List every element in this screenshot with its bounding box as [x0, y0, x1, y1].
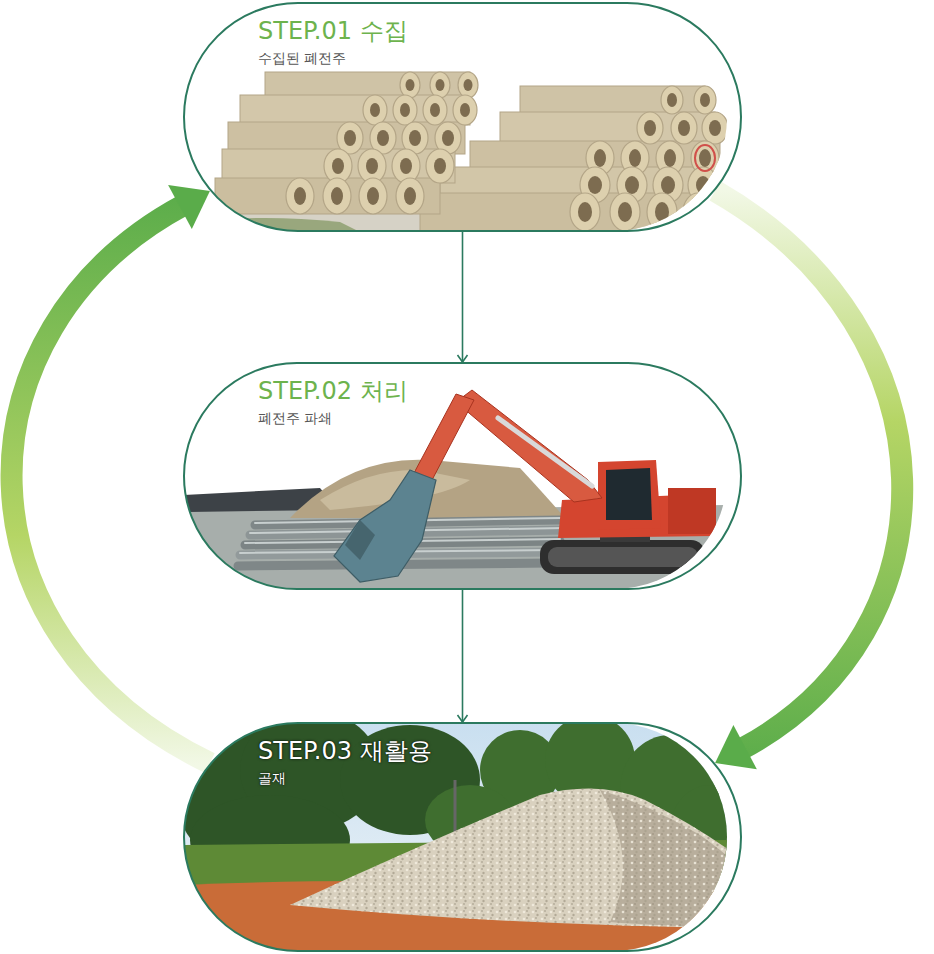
arrow-head	[168, 185, 210, 229]
arrow-head	[715, 725, 757, 769]
arrow-head	[458, 355, 468, 362]
flow-line	[462, 232, 464, 362]
cycle-arrow-body	[715, 191, 902, 749]
flow-arrow	[458, 232, 468, 362]
step-title: STEP.03 재활용	[258, 736, 716, 766]
step-title: STEP.01 수집	[258, 16, 716, 46]
flow-arrow	[715, 191, 902, 769]
step-subtitle: 수집된 폐전주	[258, 49, 716, 67]
step-pill: STEP.02 처리폐전주 파쇄	[183, 362, 742, 590]
crushing-photo	[184, 363, 727, 589]
step-subtitle: 골재	[258, 769, 716, 787]
aggregate-photo	[184, 723, 727, 951]
step-pill: STEP.03 재활용골재	[183, 722, 742, 952]
pole-stack-photo	[184, 3, 727, 231]
step-pill: STEP.01 수집수집된 폐전주	[183, 2, 742, 232]
arrow-head	[458, 715, 468, 722]
flow-arrow	[458, 590, 468, 722]
flow-arrow	[12, 185, 210, 763]
step-subtitle: 폐전주 파쇄	[258, 409, 716, 427]
step-title: STEP.02 처리	[258, 376, 716, 406]
cycle-arrow-body	[12, 205, 210, 763]
flow-line	[462, 590, 464, 722]
